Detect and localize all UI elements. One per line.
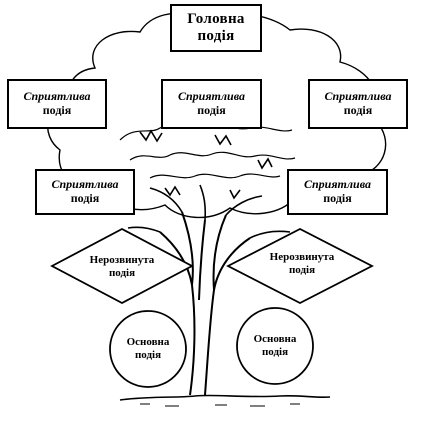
undeveloped-event-line2: подія [288, 264, 316, 276]
undeveloped-event-label-left: Нерозвинута подія [82, 250, 162, 284]
basic-event-circle-left [109, 310, 187, 388]
intermediate-event-box-top-left: Cприятлива подія [7, 79, 107, 129]
intermediate-event-box-middle-right: Сприятлива подія [287, 169, 388, 215]
intermediate-event-line2: подія [197, 103, 226, 117]
main-event-box: Головна подія [170, 4, 262, 52]
intermediate-event-line2: подія [70, 191, 100, 205]
intermediate-event-line1: Сприятлива [178, 89, 245, 104]
basic-event-line2: подія [261, 346, 289, 358]
intermediate-event-line1: Сприятлива [324, 89, 392, 104]
tree-branches [127, 184, 291, 239]
intermediate-event-line1: Cприятлива [23, 89, 91, 104]
intermediate-event-box-top-right: Сприятлива подія [308, 79, 408, 129]
basic-event-line1: Основна [253, 333, 297, 346]
ground-line [119, 394, 331, 401]
undeveloped-event-diamond-left [50, 227, 194, 305]
undeveloped-event-label-right: Нерозвинута подія [260, 247, 344, 281]
undeveloped-event-line1: Нерозвинута [269, 251, 335, 264]
foliage-dark-patches [139, 129, 273, 200]
intermediate-event-line1: Сприятлива [304, 177, 371, 192]
main-event-line1: Головна [187, 10, 245, 27]
intermediate-event-box-top-center: Сприятлива подія [161, 79, 262, 129]
undeveloped-event-line1: Нерозвинута [89, 254, 155, 267]
intermediate-event-line2: подія [343, 103, 373, 117]
basic-event-label-right: Основна подія [245, 329, 305, 363]
intermediate-event-line2: подія [323, 191, 352, 205]
undeveloped-event-line2: подія [108, 267, 136, 279]
basic-event-line1: Основна [126, 336, 170, 349]
ground-hatching [140, 403, 300, 407]
basic-event-line2: подія [134, 349, 162, 361]
intermediate-event-line2: подія [42, 103, 72, 117]
undeveloped-event-diamond-right [226, 227, 374, 305]
foliage-scribble [119, 123, 296, 179]
tree-trunk [159, 211, 251, 396]
basic-event-circle-right [236, 307, 314, 385]
intermediate-event-box-middle-left: Сприятлива подія [35, 169, 135, 215]
intermediate-event-line1: Сприятлива [51, 177, 119, 192]
main-event-line2: подія [197, 28, 235, 44]
basic-event-label-left: Основна подія [118, 332, 178, 366]
